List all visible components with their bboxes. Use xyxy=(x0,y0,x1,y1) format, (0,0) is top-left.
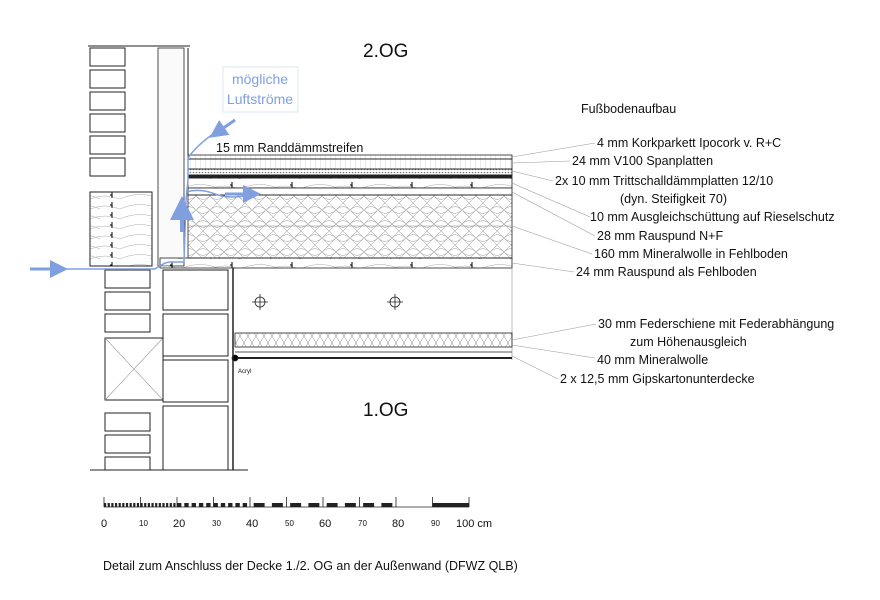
scale-labels: 0 10 20 30 40 50 60 70 80 90 100 cm xyxy=(101,518,492,530)
scale-segment xyxy=(133,503,136,507)
acryl-label: Acryl xyxy=(238,369,251,375)
airflow-note-line1: mögliche xyxy=(232,71,288,87)
airflow-note-box xyxy=(222,66,299,113)
scale-segment xyxy=(242,503,248,507)
scale-segment xyxy=(213,503,218,507)
airflow-arrows xyxy=(30,118,261,278)
layer-label: 30 mm Federschiene mit Federabhängung xyxy=(598,317,834,331)
scale-segment xyxy=(158,503,161,507)
lower-wall xyxy=(90,268,248,471)
scale-segment xyxy=(104,503,107,507)
scale-segment xyxy=(381,503,393,507)
scale-segment xyxy=(173,503,176,507)
layer-label: 24 mm Rauspund als Fehlboden xyxy=(576,265,757,279)
scale-tick-label: 40 xyxy=(246,518,258,530)
scale-segment xyxy=(107,503,110,507)
scale-tick-label: 90 xyxy=(431,519,440,528)
scale-tick-label: 100 cm xyxy=(456,518,492,530)
level-label-lower: 1.OG xyxy=(363,400,408,421)
upper-wall xyxy=(88,45,190,267)
floor-buildup xyxy=(159,154,513,362)
scale-segment xyxy=(147,503,150,507)
scale-tick-label: 30 xyxy=(212,519,221,528)
scale-bar xyxy=(103,497,470,508)
layer-label: 2 x 12,5 mm Gipskartonunterdecke xyxy=(560,372,755,386)
scale-tick-label: 60 xyxy=(319,518,331,530)
wall-plate-timber xyxy=(89,191,153,267)
scale-segment xyxy=(344,503,356,507)
scale-tick-label: 50 xyxy=(285,519,294,528)
scale-segment xyxy=(177,503,182,507)
layer-label: 28 mm Rauspund N+F xyxy=(597,229,723,243)
scale-segment xyxy=(151,503,154,507)
scale-segment xyxy=(271,503,283,507)
scale-segment xyxy=(191,503,196,507)
scale-segment xyxy=(235,503,240,507)
scale-segment xyxy=(432,503,469,507)
layer-label: (dyn. Steifigkeit 70) xyxy=(620,192,727,206)
scale-tick-label: 10 xyxy=(139,519,148,528)
scale-tick-label: 0 xyxy=(101,518,107,530)
scale-segment xyxy=(114,503,118,507)
layer-label: 24 mm V100 Spanplatten xyxy=(572,154,713,168)
scale-segment xyxy=(111,503,114,507)
scale-segment xyxy=(308,503,320,507)
scale-segment xyxy=(290,503,302,507)
layer-labels: 4 mm Korkparkett Ipocork v. R+C 24 mm V1… xyxy=(555,136,835,386)
layer-label: 4 mm Korkparkett Ipocork v. R+C xyxy=(597,136,781,150)
layer-label: zum Höhenausgleich xyxy=(630,335,747,349)
leader-lines xyxy=(511,142,597,380)
scale-segment xyxy=(169,503,172,507)
scale-segment xyxy=(220,503,226,507)
scale-segment xyxy=(144,503,147,507)
layer-label: 160 mm Mineralwolle in Fehlboden xyxy=(594,247,788,261)
scale-segment xyxy=(363,503,375,507)
drawing-caption: Detail zum Anschluss der Decke 1./2. OG … xyxy=(103,559,518,573)
scale-segment xyxy=(129,503,132,507)
scale-tick-label: 20 xyxy=(173,518,185,530)
scale-segment xyxy=(155,503,158,507)
edge-strip-label: 15 mm Randdämmstreifen xyxy=(216,141,363,155)
scale-segment xyxy=(166,503,169,507)
scale-segment xyxy=(136,503,140,507)
scale-segment xyxy=(118,503,121,507)
scale-segment xyxy=(125,503,129,507)
layer-label: 10 mm Ausgleichschüttung auf Rieselschut… xyxy=(590,210,835,224)
scale-segment xyxy=(122,503,125,507)
scale-segment xyxy=(253,503,265,507)
layer-label: 40 mm Mineralwolle xyxy=(597,353,708,367)
level-label-upper: 2.OG xyxy=(363,41,408,62)
airflow-note-line2: Luftströme xyxy=(227,91,293,107)
scale-segment xyxy=(326,503,338,507)
scale-tick-label: 70 xyxy=(358,519,367,528)
layer-label: 2x 10 mm Trittschalldämmplatten 12/10 xyxy=(555,174,773,188)
scale-segment xyxy=(198,503,204,507)
scale-segment xyxy=(206,503,211,507)
scale-segment xyxy=(184,503,189,507)
floor-heading: Fußbodenaufbau xyxy=(581,102,676,116)
scale-segment xyxy=(228,503,233,507)
scale-tick-label: 80 xyxy=(392,518,404,530)
scale-segment xyxy=(140,503,143,507)
scale-segment xyxy=(162,503,165,507)
